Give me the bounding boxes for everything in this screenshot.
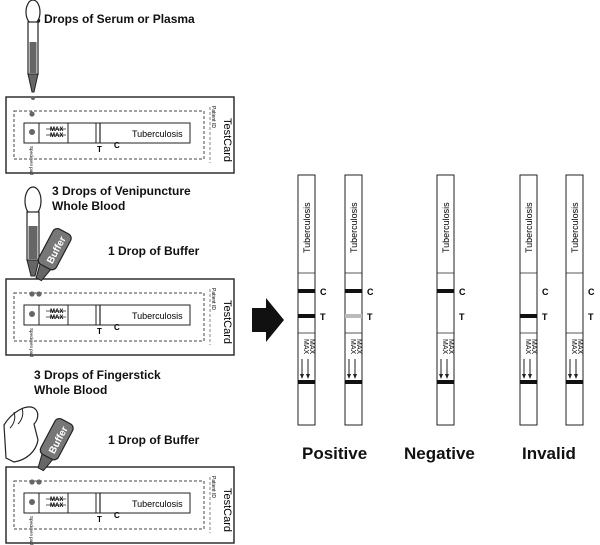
arrow-head-icon	[522, 374, 526, 379]
arrow-head-icon	[445, 374, 449, 379]
test-line	[298, 314, 315, 318]
test-card-2	[5, 278, 235, 356]
hand-icon	[3, 406, 39, 463]
step-2-line2: Whole Blood	[52, 199, 126, 213]
test-mark: T	[367, 312, 373, 322]
arrow-head-icon	[300, 374, 304, 379]
step-3-line1: 3 Drops of Fingerstick	[34, 368, 161, 382]
control-mark: C	[367, 287, 374, 297]
dropper-icon	[25, 0, 41, 100]
max-label: MAX	[447, 339, 454, 355]
max-line	[437, 380, 454, 384]
max-line	[345, 380, 362, 384]
max-label: MAX	[530, 339, 537, 355]
step-3-line2: Whole Blood	[34, 383, 108, 397]
arrow-head-icon	[347, 374, 351, 379]
control-line	[298, 289, 315, 293]
strip-label: Tuberculosis	[302, 202, 312, 253]
max-line	[298, 380, 315, 384]
test-mark: T	[459, 312, 465, 322]
arrow-head-icon	[574, 374, 578, 379]
max-label: MAX	[441, 339, 448, 355]
strip-label: Tuberculosis	[570, 202, 580, 253]
result-label-invalid: Invalid	[522, 444, 576, 463]
strip-label: Tuberculosis	[349, 202, 359, 253]
test-mark: T	[588, 312, 594, 322]
arrow-head-icon	[528, 374, 532, 379]
max-label: MAX	[576, 339, 583, 355]
arrow-right-icon	[252, 298, 284, 342]
arrow-head-icon	[353, 374, 357, 379]
step-2-line1: 3 Drops of Venipuncture	[52, 184, 191, 198]
test-line	[520, 314, 537, 318]
test-mark: T	[320, 312, 326, 322]
test-mark: T	[542, 312, 548, 322]
max-line	[566, 380, 583, 384]
arrow-head-icon	[439, 374, 443, 379]
max-label: MAX	[302, 339, 309, 355]
max-line	[520, 380, 537, 384]
result-label-positive: Positive	[302, 444, 368, 463]
result-label-negative: Negative	[404, 444, 475, 463]
step-1-label: 3 Drops of Serum or Plasma	[34, 12, 195, 27]
test-card-1	[5, 96, 235, 174]
max-label: MAX	[524, 339, 531, 355]
dropper-icon	[24, 186, 42, 277]
control-mark: C	[459, 287, 466, 297]
step-1-line1: 3 Drops of Serum or Plasma	[34, 12, 195, 26]
control-mark: C	[588, 287, 595, 297]
control-line	[345, 289, 362, 293]
strip-label: Tuberculosis	[441, 202, 451, 253]
test-card-3	[5, 466, 235, 544]
test-line	[345, 314, 362, 318]
arrow-head-icon	[306, 374, 310, 379]
strip-label: Tuberculosis	[524, 202, 534, 253]
arrow-head-icon	[568, 374, 572, 379]
step-3-buffer-note: 1 Drop of Buffer	[108, 433, 200, 447]
control-mark: C	[542, 287, 549, 297]
max-label: MAX	[349, 339, 356, 355]
max-label: MAX	[570, 339, 577, 355]
control-line	[437, 289, 454, 293]
max-label: MAX	[355, 339, 362, 355]
step-2-label: 3 Drops of Venipuncture Whole Blood	[52, 184, 191, 214]
step-3-label: 3 Drops of Fingerstick Whole Blood	[34, 368, 161, 398]
step-2-buffer-note: 1 Drop of Buffer	[108, 244, 200, 258]
control-mark: C	[320, 287, 327, 297]
max-label: MAX	[308, 339, 315, 355]
